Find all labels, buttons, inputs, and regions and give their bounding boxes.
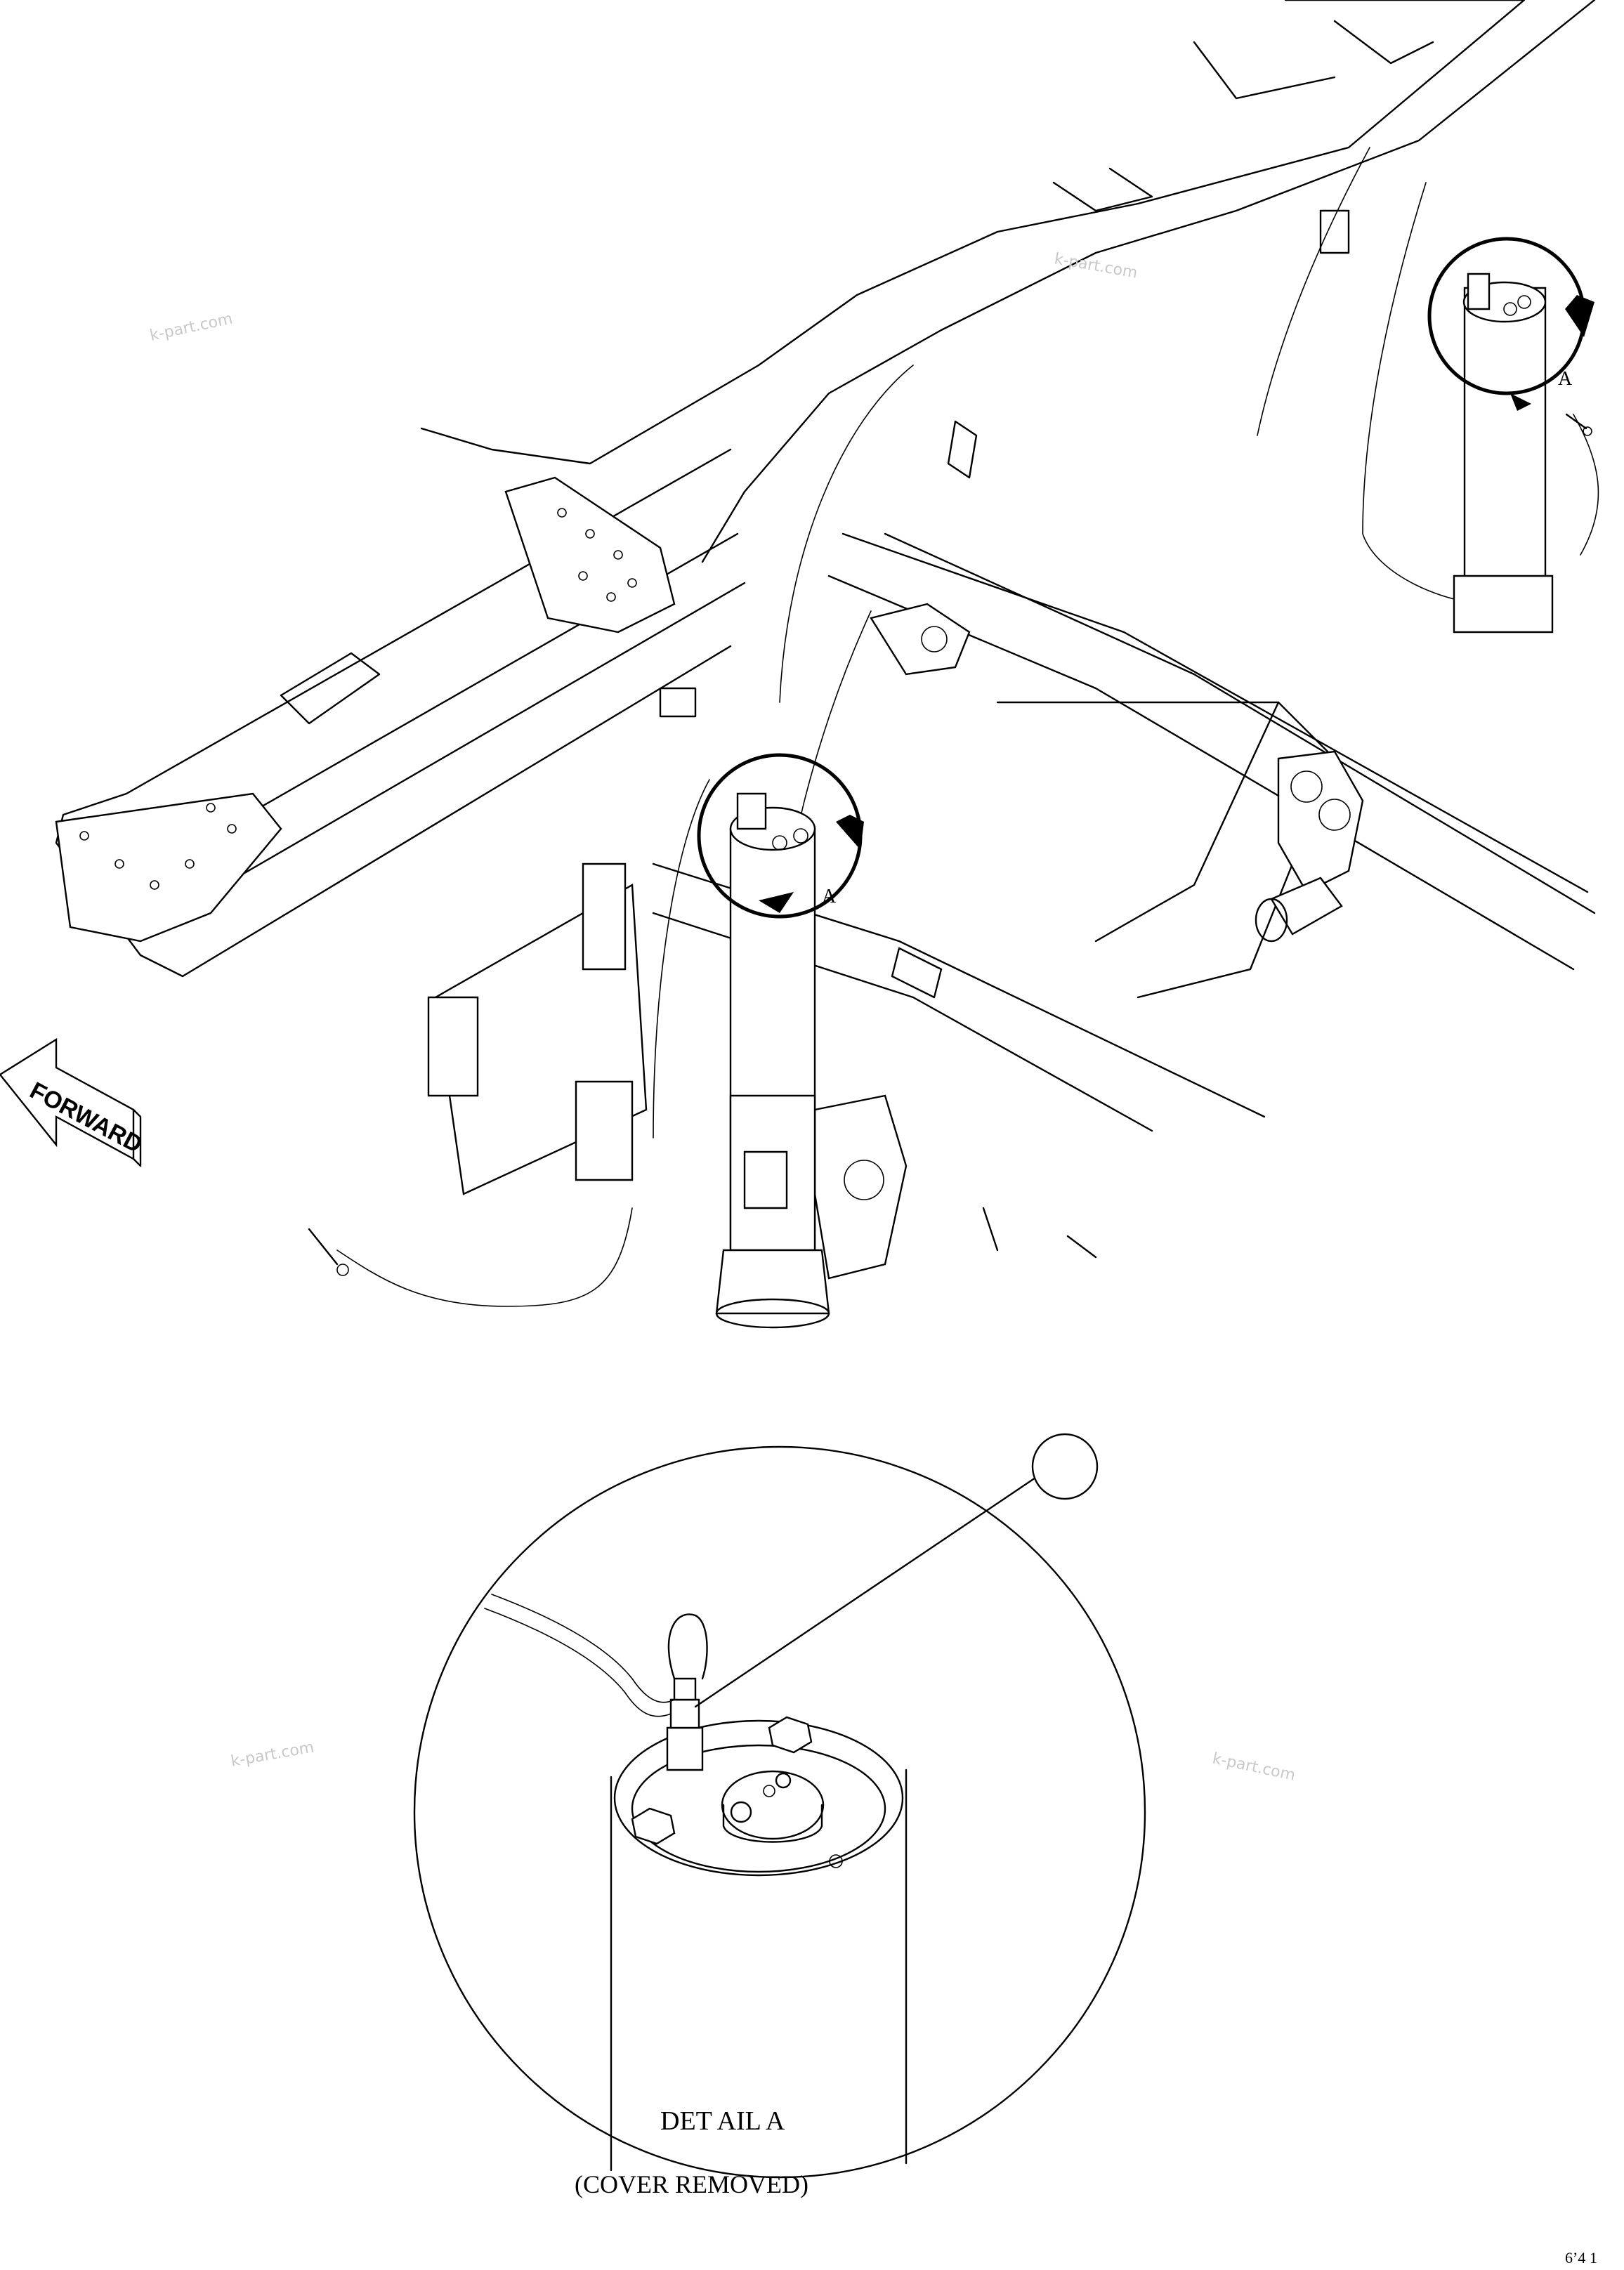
rotation-arrow-icon [759,892,794,913]
detail-subtitle: (COVER REMOVED) [575,2170,808,2198]
mounting-holes [79,508,637,890]
rotation-arrow-icon [1565,295,1594,337]
watermark: k-part.com [148,310,234,345]
watermark: k-part.com [1053,250,1139,282]
right-cylinder [1453,273,1554,634]
forward-arrow-icon: FORWARD [0,1037,147,1167]
page-code: 6’4 1 [1565,2249,1597,2266]
detail-ref-center: A [822,886,837,907]
detail-title: DET AIL A [660,2106,785,2136]
callout-balloon [1031,1433,1099,1500]
center-cylinder [715,792,830,1329]
detail-circle-center [697,753,864,919]
rotation-arrow-icon [1510,393,1531,411]
detail-a-view [413,1445,1146,2179]
detail-ref-right: A [1558,368,1573,390]
watermark: k-part.com [230,1738,315,1770]
watermark: k-part.com [1211,1750,1297,1784]
machine-frame [55,0,1599,1307]
detail-circle-right [1427,237,1594,411]
rotation-arrow-icon [836,815,864,850]
